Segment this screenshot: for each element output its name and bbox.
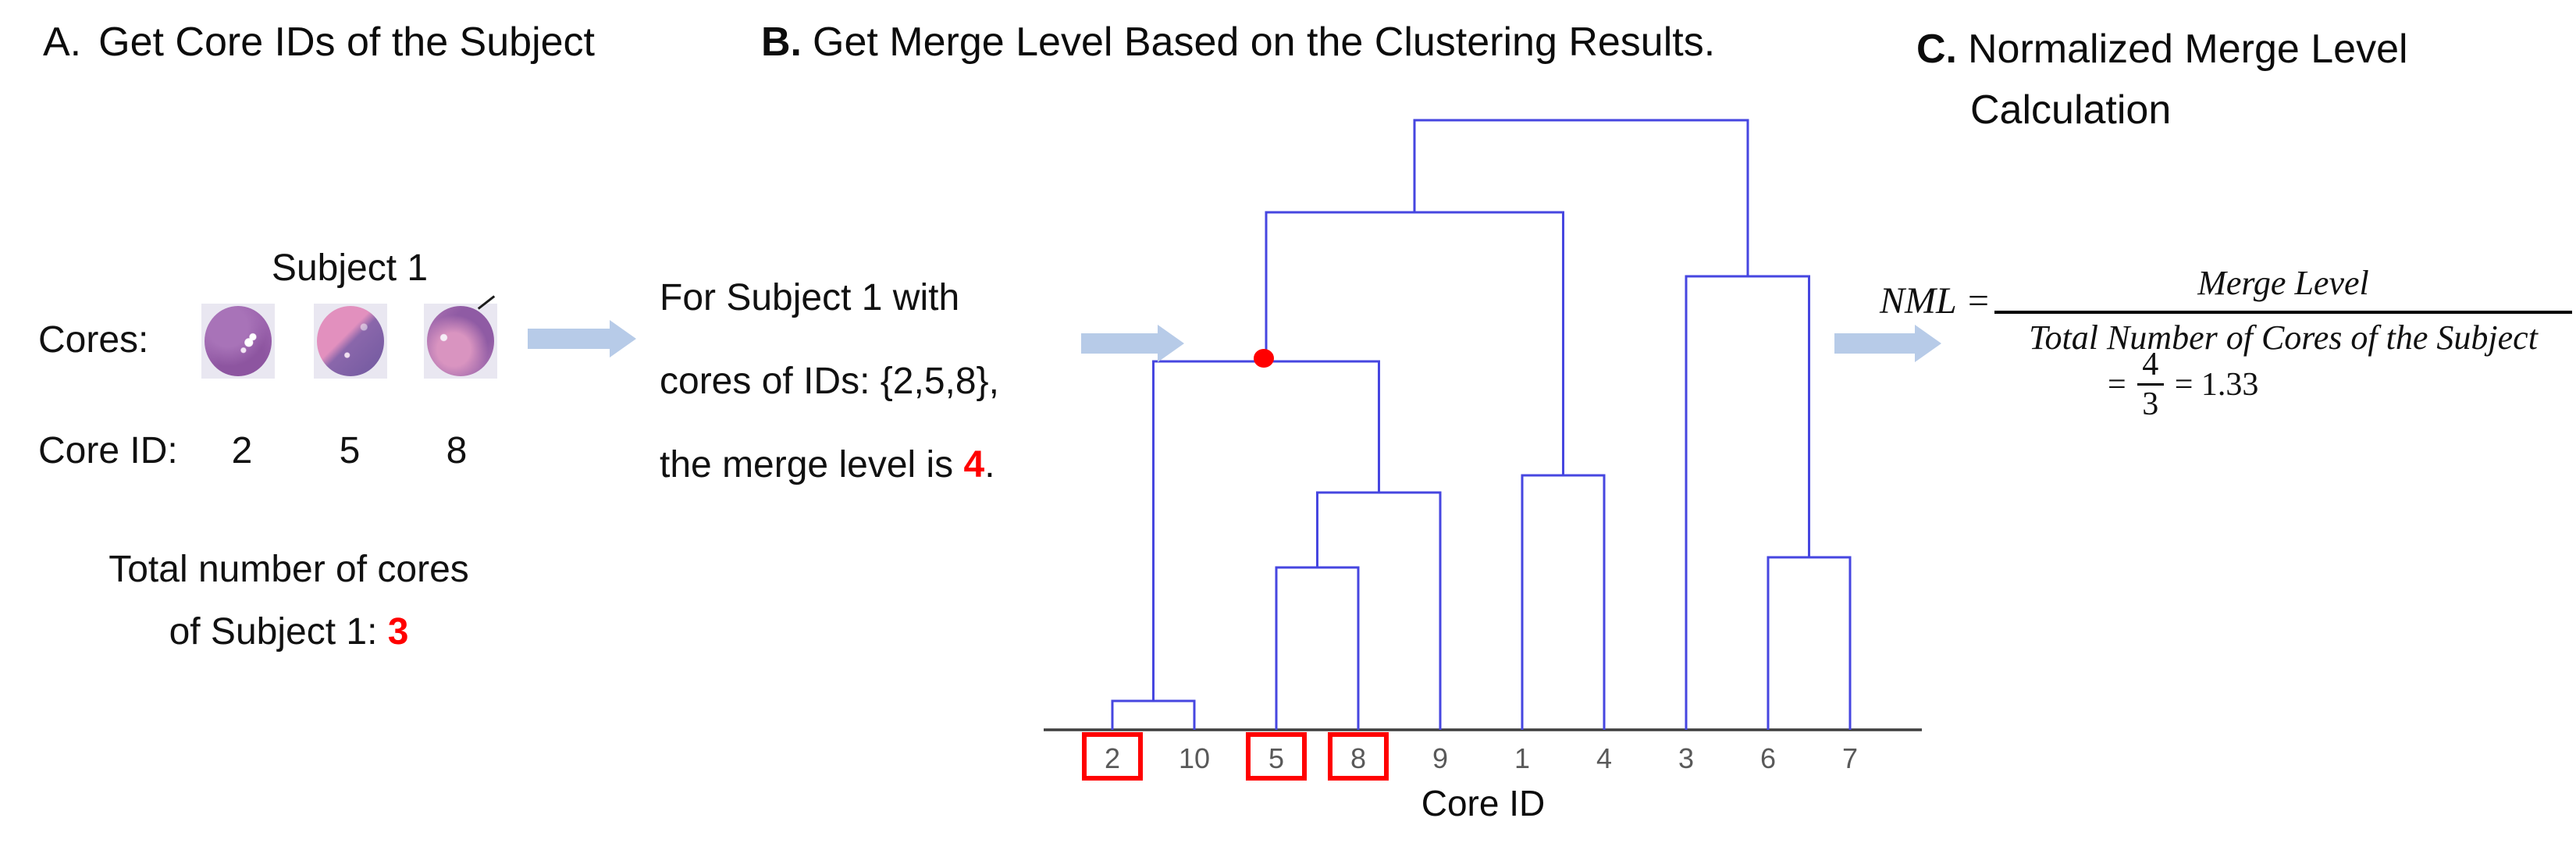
panel-c-title-line2: Calculation (1970, 87, 2172, 133)
core-id-value: 2 (231, 430, 253, 471)
leaf-highlight-box (1082, 732, 1143, 781)
core-image-2 (201, 304, 275, 379)
panel-c-label: C. (1916, 27, 1957, 72)
merge-point-marker (1254, 349, 1274, 368)
dendrogram-link (1111, 699, 1196, 730)
leaf-label: 8 (1350, 742, 1366, 774)
core-id-value: 5 (339, 430, 361, 471)
dendrogram-link (1316, 491, 1442, 730)
formula-calculation: = 4 3 = 1.33 (2108, 346, 2258, 423)
leaf-label: 3 (1678, 742, 1694, 774)
arrow-body (1834, 333, 1915, 354)
panel-a-title: A. Get Core IDs of the Subject (43, 19, 595, 66)
dendrogram-link (1265, 211, 1564, 475)
leaf-label: 10 (1179, 742, 1210, 774)
core-image-5 (314, 304, 387, 379)
formula-denominator: Total Number of Cores of the Subject (2029, 318, 2538, 357)
flow-arrow-to-c-icon (1834, 325, 1941, 362)
total-cores-value: 3 (387, 611, 409, 653)
calc-fraction: 4 3 (2137, 346, 2164, 423)
flow-arrow-a-to-b-icon (528, 320, 636, 357)
tissue-core-circle (426, 305, 495, 377)
leaf-label: 1 (1514, 742, 1530, 774)
leaf-highlight-box (1328, 732, 1389, 781)
subject-title: Subject 1 (271, 247, 429, 289)
x-axis-title: Core ID (1421, 783, 1546, 823)
panel-b-label: B. (761, 20, 802, 65)
leaf-label: 2 (1105, 742, 1120, 774)
arrow-body (1081, 333, 1158, 354)
merge-level-note: For Subject 1 with cores of IDs: {2,5,8}… (660, 256, 999, 507)
leaf-label: 4 (1596, 742, 1612, 774)
total-cores-line2: of Subject 1: 3 (169, 611, 409, 653)
dendrogram-link (1152, 360, 1380, 701)
calc-result: = 1.33 (2174, 366, 2259, 403)
core-image-8 (424, 304, 497, 379)
calc-equals: = (2108, 366, 2126, 403)
leaf-label: 6 (1760, 742, 1776, 774)
flow-arrow-b-to-dendrogram-icon (1081, 325, 1184, 362)
dendrogram-link (1521, 474, 1606, 730)
dendrogram-link (1685, 275, 1810, 730)
merge-note-line2: cores of IDs: {2,5,8}, (660, 361, 999, 402)
formula-numerator: Merge Level (2197, 264, 2369, 302)
dendrogram-link (1413, 119, 1749, 276)
leaf-label: 7 (1842, 742, 1858, 774)
panel-c-title: C.Normalized Merge Level Calculation (1916, 19, 2408, 140)
cores-label: Cores: (38, 319, 149, 361)
core-id-label: Core ID: (38, 430, 178, 471)
total-cores-line1: Total number of cores (109, 549, 469, 590)
arrow-head (1915, 325, 1941, 362)
formula-fraction: Merge Level Total Number of Cores of the… (1994, 259, 2572, 361)
calc-fraction-bar (2137, 383, 2164, 386)
arrow-head (610, 320, 636, 357)
panel-a-title-text: Get Core IDs of the Subject (98, 20, 595, 65)
leaf-label: 5 (1268, 742, 1284, 774)
panel-a-label: A. (43, 20, 82, 65)
merge-note-line3: the merge level is 4. (660, 444, 995, 486)
calc-fraction-denominator: 3 (2142, 386, 2159, 422)
merge-level-value: 4 (963, 444, 985, 486)
fraction-bar (1994, 311, 2572, 314)
arrow-body (528, 329, 610, 349)
calc-fraction-numerator: 4 (2142, 347, 2159, 382)
leaf-label: 9 (1432, 742, 1448, 774)
leaf-highlight-box (1246, 732, 1307, 781)
formula-lhs: NML = (1880, 280, 1991, 322)
arrow-head (1158, 325, 1184, 362)
panel-b-title-text: Get Merge Level Based on the Clustering … (813, 20, 1716, 65)
merge-note-line1: For Subject 1 with (660, 277, 960, 318)
core-id-value: 8 (446, 430, 468, 471)
panel-b-title: B.Get Merge Level Based on the Clusterin… (761, 19, 1715, 66)
tissue-core-circle (316, 305, 385, 377)
dendrogram-link (1275, 566, 1360, 730)
panel-c-title-line1: Normalized Merge Level (1968, 27, 2408, 72)
dendrogram-link (1767, 556, 1852, 730)
total-cores-text: Total number of cores of Subject 1: 3 (8, 539, 570, 663)
tissue-core-circle (204, 305, 272, 377)
